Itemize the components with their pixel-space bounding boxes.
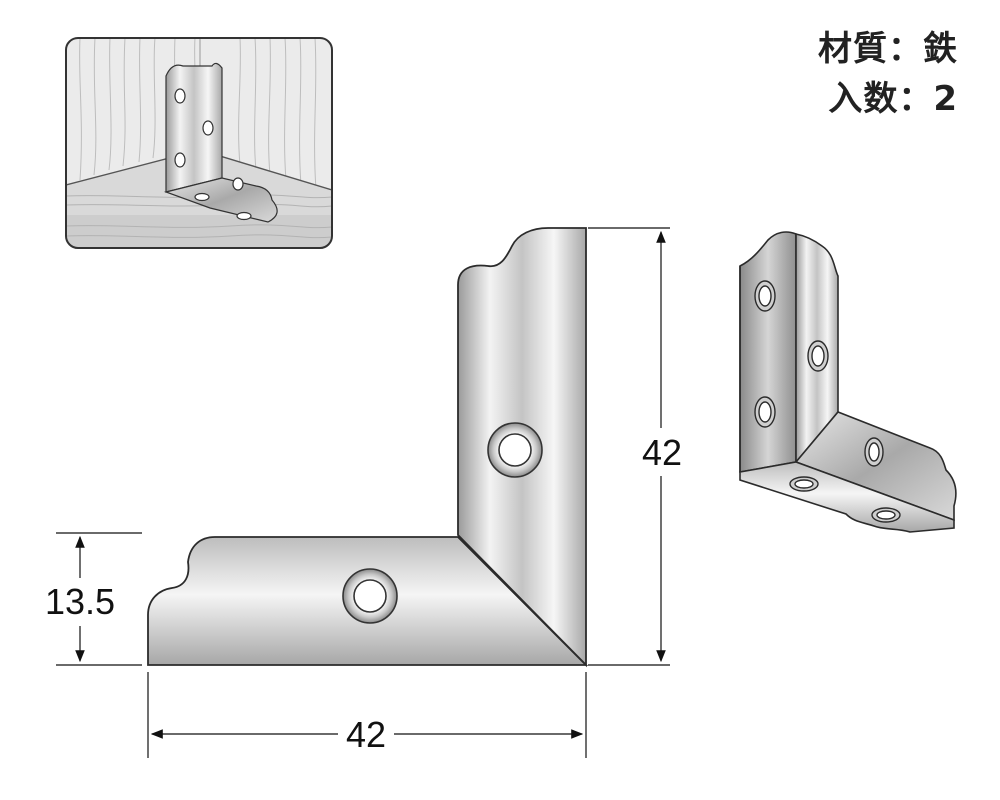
quantity-label: 入数：2 xyxy=(828,79,958,119)
front-view xyxy=(147,227,589,668)
isometric-view xyxy=(739,231,957,533)
depth-dimension: 13.5 xyxy=(45,581,115,622)
hole-vertical xyxy=(487,422,543,478)
hole-horizontal xyxy=(342,568,398,624)
usage-illustration xyxy=(65,37,333,249)
dimension-lines xyxy=(56,227,670,758)
height-dimension: 42 xyxy=(642,432,682,473)
material-label: 材質：鉄 xyxy=(818,29,958,69)
width-dimension: 42 xyxy=(346,714,386,755)
